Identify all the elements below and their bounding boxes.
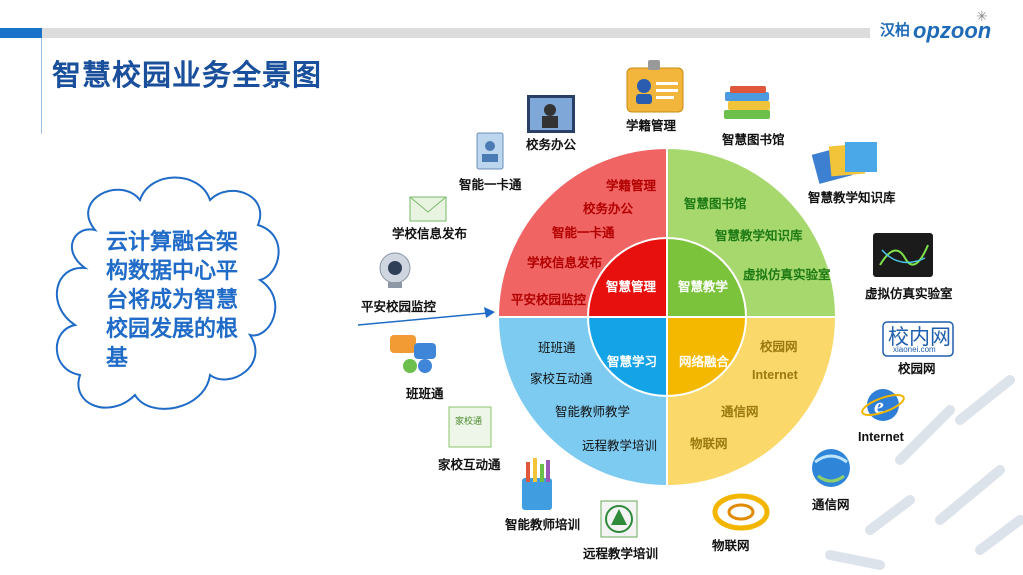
icon-jiaoshi	[522, 458, 552, 510]
icon-xuejiguanli	[626, 60, 684, 113]
wheel	[496, 146, 838, 488]
learning-item: 班班通	[538, 341, 576, 355]
outer-label-jiaxiao: 家校互动通	[438, 458, 501, 472]
outer-label-fangzhen: 虚拟仿真实验室	[865, 287, 953, 301]
icon-xinxifabu	[409, 196, 447, 222]
top-bar-accent	[0, 28, 42, 38]
teaching-item: 虚拟仿真实验室	[743, 268, 831, 282]
cloud-shape	[55, 176, 280, 410]
icon-internet: e	[861, 389, 905, 421]
outer-label-internet: Internet	[858, 430, 904, 444]
icon-zhishiku	[811, 142, 877, 184]
center-learning	[586, 316, 668, 398]
icon-tushuguan	[724, 86, 770, 119]
network-item: 物联网	[690, 437, 728, 451]
title-divider	[41, 38, 42, 134]
icon-banbantong	[390, 335, 436, 373]
xiaoneiwang-logo-text: 校内网	[888, 326, 951, 349]
management-item: 智能一卡通	[552, 226, 615, 240]
center-teaching	[666, 236, 748, 318]
management-item: 学籍管理	[606, 179, 657, 193]
management-item: 平安校园监控	[511, 293, 587, 307]
learning-item: 家校互动通	[530, 372, 593, 386]
outer-label-zhishiku: 智慧教学知识库	[808, 191, 896, 205]
icon-wulianwang	[712, 493, 770, 531]
svg-text:e: e	[874, 393, 884, 418]
icon-fangzhen	[873, 233, 933, 277]
page-title: 智慧校园业务全景图	[52, 60, 323, 92]
outer-label-tongxinwang: 通信网	[812, 498, 850, 512]
teaching-item: 智慧图书馆	[684, 197, 747, 211]
outer-label-xiaowubangong: 校务办公	[526, 138, 577, 152]
center-teaching-label: 智慧教学	[678, 280, 729, 294]
outer-label-yikatong: 智能一卡通	[459, 178, 522, 192]
teaching-item: 智慧教学知识库	[715, 229, 803, 243]
outer-label-banbantong: 班班通	[406, 387, 444, 401]
icon-xiaowubangong	[527, 95, 575, 133]
opzoon-logo: 汉柏 opzoon ✳	[880, 8, 992, 44]
network-item: Internet	[752, 368, 798, 382]
management-item: 校务办公	[583, 202, 634, 216]
outer-label-xiaoyuanwang: 校园网	[898, 362, 936, 376]
xiaoneiwang-logo-sub: xiaonei.com	[893, 345, 936, 354]
outer-label-jiankong: 平安校园监控	[361, 300, 437, 314]
background-decoration	[825, 375, 1023, 570]
learning-item: 智能教师教学	[555, 405, 631, 419]
jiaxiao-badge-text: 家校通	[455, 415, 482, 426]
icon-xiaoyuanwang	[882, 321, 954, 357]
center-learning-label: 智慧学习	[607, 355, 658, 369]
icon-yikatong	[476, 132, 504, 170]
logo-en: opzoon	[913, 18, 992, 43]
management-item: 学校信息发布	[527, 256, 603, 270]
center-network	[666, 316, 748, 398]
icon-tongxinwang	[812, 449, 850, 487]
outer-label-yuancheng: 远程教学培训	[583, 547, 659, 561]
logo-star-icon: ✳	[976, 8, 988, 24]
center-management	[586, 236, 668, 318]
outer-label-tushuguan: 智慧图书馆	[722, 133, 785, 147]
outer-label-jiaoshi: 智能教师培训	[505, 518, 581, 532]
network-item: 校园网	[760, 340, 798, 354]
icon-jiaxiao: 家校通	[448, 406, 492, 448]
cloud-text: 云计算融合架构数据中心平台将成为智慧校园发展的根基	[106, 229, 239, 370]
icon-yuancheng	[600, 500, 638, 538]
outer-label-wulianwang: 物联网	[712, 539, 750, 553]
connector-arrow	[357, 307, 495, 326]
top-bar	[0, 28, 870, 38]
outer-label-xuejiguanli: 学籍管理	[626, 119, 677, 133]
outer-label-xinxifabu: 学校信息发布	[392, 227, 468, 241]
icon-jiankong	[379, 252, 411, 288]
network-item: 通信网	[721, 405, 759, 419]
center-network-label: 网络融合	[679, 355, 730, 369]
learning-item: 远程教学培训	[582, 439, 658, 453]
center-management-label: 智慧管理	[606, 280, 657, 294]
logo-cn: 汉柏	[880, 22, 911, 39]
